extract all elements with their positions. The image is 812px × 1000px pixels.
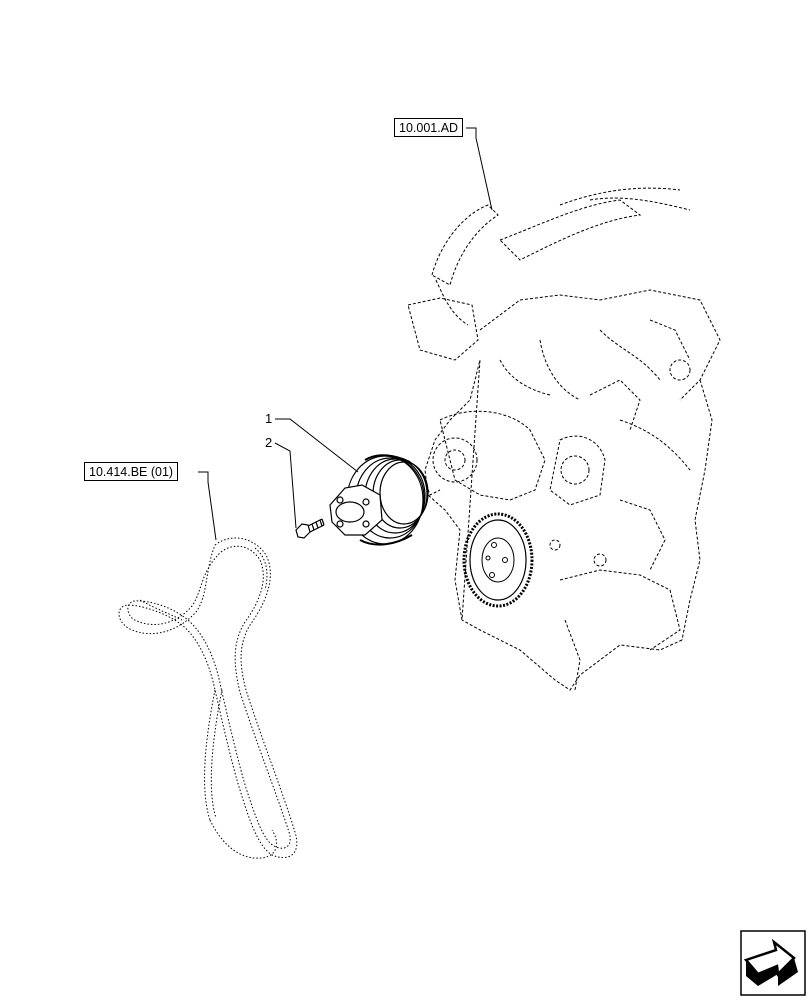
reference-belt-label[interactable]: 10.414.BE (01) [84,462,179,481]
callout-item-2: 2 [265,435,273,450]
pulley-item-1 [329,454,429,546]
leader-lines [198,127,493,541]
crankshaft-damper [462,512,534,608]
next-page-arrow-icon[interactable] [740,930,806,996]
callout-item-1: 1 [265,411,273,426]
poly-v-belt [118,537,298,859]
engine-outline [407,187,721,691]
reference-engine-label[interactable]: 10.001.AD [394,118,464,137]
bolt-item-2 [295,518,325,539]
